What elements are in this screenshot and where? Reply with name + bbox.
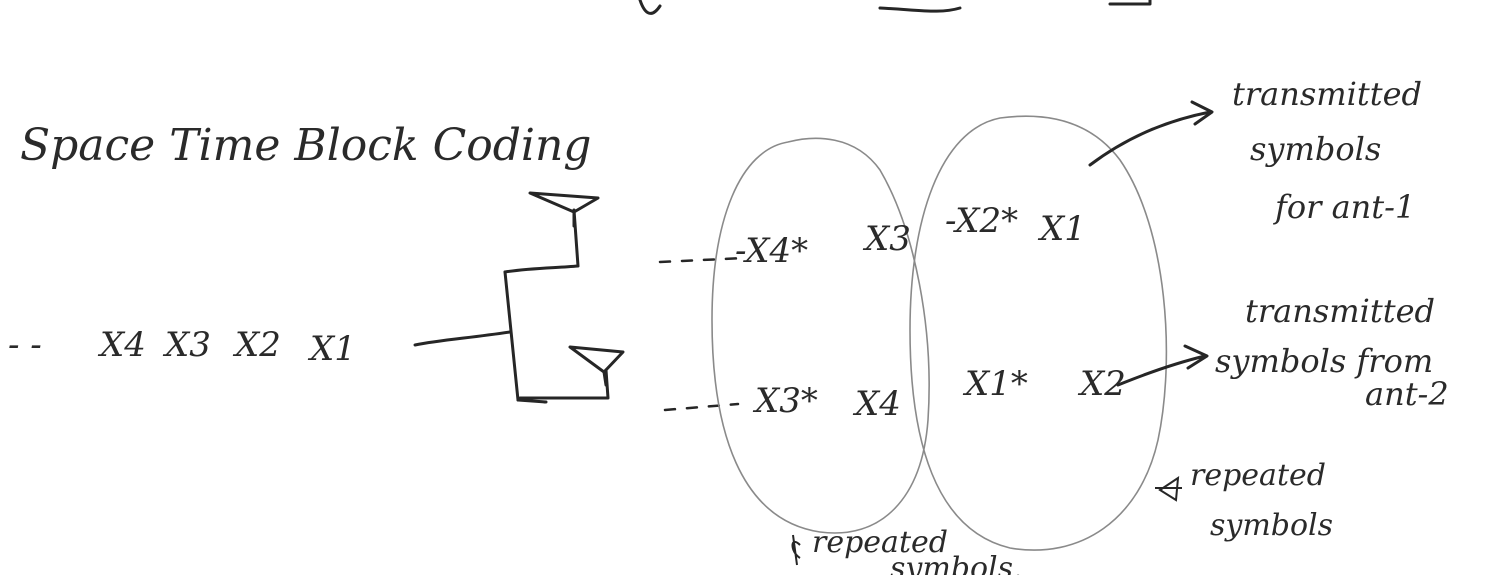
input-line: [413, 330, 512, 347]
arrow-to-ant2-note: [1116, 344, 1209, 387]
antenna-1-icon: [528, 191, 600, 228]
repeated-symbols-legend-right: repeated symbols: [1155, 458, 1333, 543]
repeated-note-line: repeated: [812, 525, 948, 560]
upper-branch: [503, 208, 580, 274]
antenna-2-lead-dashes: [663, 402, 740, 412]
repeated-note-line: symbols.: [890, 551, 1023, 575]
input-symbol: X1: [307, 329, 356, 369]
input-sequence: - - X4 X3 X2 X1: [8, 325, 356, 369]
repeated-note-line: symbols: [1210, 508, 1333, 543]
antenna-1-lead-dashes: [658, 256, 747, 264]
ant2-symbol: X4: [852, 384, 901, 424]
antenna-2-icon: [568, 345, 625, 387]
ant1-note-line: for ant-1: [1273, 188, 1415, 226]
repeated-note-line: repeated: [1190, 458, 1326, 493]
time-block-right-oval: [909, 115, 1168, 551]
ant1-symbol: -X2*: [945, 201, 1018, 241]
time-block-left-oval: [711, 137, 930, 534]
page-title: Space Time Block Coding: [20, 120, 591, 171]
antenna-1-symbols: -X4* X3 -X2* X1: [735, 201, 1086, 271]
input-symbol: X2: [232, 325, 281, 365]
conjugate-marker-icon: [1155, 476, 1182, 502]
ant1-annotation: transmitted symbols for ant-1: [1232, 75, 1422, 226]
ant2-annotation: transmitted symbols from ant-2: [1215, 292, 1449, 413]
cropped-scribble: [638, 0, 1152, 15]
ant2-symbol: X1*: [962, 364, 1028, 404]
repeated-symbols-legend-bottom: repeated symbols.: [791, 525, 1023, 575]
arrow-to-ant1-note: [1088, 100, 1214, 167]
lower-branch: [516, 368, 610, 404]
input-symbol: X3: [162, 325, 211, 365]
antenna-2-symbols: X3* X4 X1* X2: [752, 364, 1126, 424]
splitter-vertical: [503, 270, 520, 402]
encoder-block: [413, 208, 610, 404]
ant2-note-line: transmitted: [1245, 292, 1435, 330]
input-symbol: X4: [97, 325, 146, 365]
ant1-note-line: symbols: [1250, 130, 1381, 168]
input-prefix: - -: [8, 325, 42, 365]
ant1-symbol: -X4*: [735, 231, 808, 271]
ant2-symbol: X3*: [752, 381, 818, 421]
ant2-note-line: symbols from: [1215, 342, 1433, 380]
ant1-note-line: transmitted: [1232, 75, 1422, 113]
ant1-symbol: X1: [1037, 209, 1086, 249]
ant1-symbol: X3: [862, 219, 911, 259]
ant2-note-line: ant-2: [1365, 375, 1449, 413]
conjugate-marker-icon: [791, 534, 801, 566]
